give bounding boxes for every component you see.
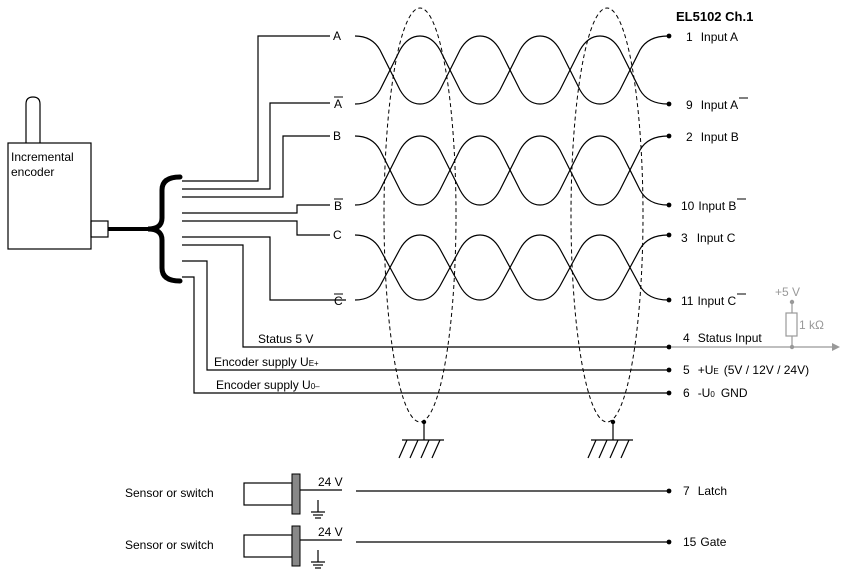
cable-shield-left: [383, 7, 457, 423]
cable-brace: [147, 174, 183, 284]
pullup-resistor: +5 V 1 kΩ: [672, 285, 840, 351]
sensor-1-voltage: 24 V: [318, 475, 343, 489]
signal-supply-plus-label: Encoder supply UE+: [214, 355, 319, 369]
wire-b: [182, 135, 330, 198]
sensor-2-body: [243, 534, 293, 558]
cable-shield-right: [570, 7, 644, 423]
encoder-connector: [90, 220, 109, 238]
terminal-5: 5+UE(5V / 12V / 24V): [683, 363, 809, 377]
sensor-2: Sensor or switch 24 V: [125, 525, 668, 569]
wire-supply-minus: [182, 276, 668, 394]
twisted-pair-b: [354, 135, 669, 206]
shield-ground-left: [398, 419, 444, 459]
pullup-resistor-label: 1 kΩ: [799, 318, 824, 332]
signal-c-bar-label: C: [334, 294, 343, 308]
twisted-pair-c: [354, 234, 669, 301]
signal-b-bar-label: B: [334, 199, 342, 213]
encoder-label-line1: Incremental: [11, 150, 74, 164]
wire-supply-plus: [182, 260, 668, 371]
wire-a-bar: [182, 102, 330, 190]
signal-b-label: B: [333, 129, 341, 143]
wire-a: [182, 35, 330, 182]
terminal-dots: [666, 33, 672, 545]
sensor-1-body: [243, 482, 293, 506]
shield-ground-right: [587, 419, 633, 459]
fanout-wires: [182, 35, 668, 394]
wire-c-bar: [182, 236, 346, 301]
encoder-body: [7, 142, 92, 250]
terminal-title: EL5102 Ch.1: [676, 9, 753, 24]
twisted-pair-a: [354, 35, 669, 105]
signal-a-label: A: [333, 29, 341, 43]
signal-a-bar-label: A: [334, 97, 342, 111]
pullup-voltage-label: +5 V: [775, 285, 800, 299]
sensor-1-flange: [291, 473, 301, 515]
encoder-label-line2: encoder: [11, 165, 54, 179]
sensor-2-flange: [291, 525, 301, 567]
sensor-1: Sensor or switch 24 V: [125, 473, 668, 519]
sensor-2-label: Sensor or switch: [125, 538, 214, 552]
signal-status-label: Status 5 V: [258, 332, 313, 346]
incremental-encoder: Incremental encoder: [7, 96, 109, 250]
wire-c: [182, 220, 330, 236]
sensor-1-label: Sensor or switch: [125, 486, 214, 500]
signal-supply-minus-label: Encoder supply U0–: [216, 378, 320, 392]
signal-c-label: C: [333, 228, 342, 242]
resistor-symbol: [785, 312, 798, 337]
encoder-shaft: [25, 96, 41, 143]
wire-status: [182, 244, 668, 348]
wire-b-bar: [182, 204, 330, 214]
sensor-2-voltage: 24 V: [318, 525, 343, 539]
